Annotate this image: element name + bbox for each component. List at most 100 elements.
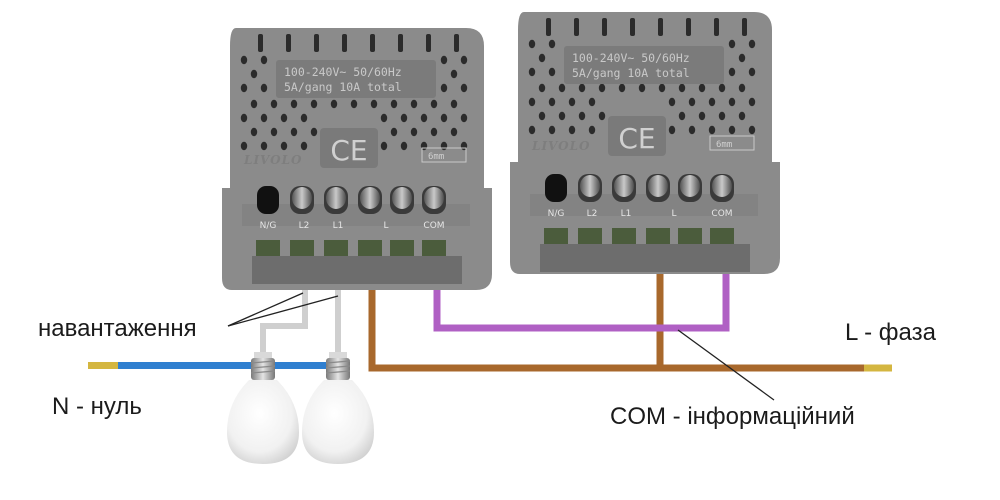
vent-hole — [728, 39, 736, 49]
vent-hole — [558, 111, 566, 121]
vent-hole — [380, 141, 388, 151]
vent-hole — [240, 141, 248, 151]
terminal-screw — [580, 175, 600, 197]
vent-hole — [450, 99, 458, 109]
vent-hole — [460, 113, 468, 123]
terminal-label: N/G — [548, 209, 565, 219]
vent-hole — [240, 55, 248, 65]
vent-hole — [578, 111, 586, 121]
terminal-label: COM — [423, 221, 444, 231]
vent-hole — [260, 83, 268, 93]
terminal-screw — [392, 187, 412, 209]
terminal-label: L — [383, 221, 388, 231]
vent-hole — [598, 83, 606, 93]
vent-hole — [698, 83, 706, 93]
vent-hole — [450, 127, 458, 137]
ce-mark: CE — [330, 134, 367, 167]
vent-hole — [330, 99, 338, 109]
vent-hole — [390, 99, 398, 109]
vent-hole — [748, 125, 756, 135]
terminal-screw — [292, 187, 312, 209]
vent-hole — [718, 83, 726, 93]
phase-wire — [368, 268, 892, 372]
vent-hole — [260, 113, 268, 123]
vent-hole — [250, 69, 258, 79]
vent-hole — [738, 83, 746, 93]
vent-hole — [548, 39, 556, 49]
neutral-label: N - нуль — [52, 393, 142, 420]
vent-hole — [738, 53, 746, 63]
vent-hole — [548, 67, 556, 77]
vent-hole — [290, 127, 298, 137]
vent-hole — [578, 83, 586, 93]
vent-hole — [390, 127, 398, 137]
empty-terminal — [257, 186, 279, 214]
vent-hole — [440, 83, 448, 93]
vent-hole — [430, 99, 438, 109]
terminal-screw — [424, 187, 444, 209]
vent-hole — [588, 97, 596, 107]
vent-hole — [450, 69, 458, 79]
vent-hole — [668, 125, 676, 135]
switch-module-right: 100-240V~ 50/60Hz 5A/gang 10A total LIVO… — [510, 12, 780, 274]
strip-length: 6mm — [428, 152, 444, 162]
terminal-block — [544, 174, 734, 248]
vent-slots — [528, 18, 756, 135]
vent-hole — [310, 127, 318, 137]
vent-hole — [400, 141, 408, 151]
vent-hole — [240, 83, 248, 93]
vent-hole — [568, 125, 576, 135]
vent-hole — [370, 99, 378, 109]
vent-hole — [270, 99, 278, 109]
vent-slots — [240, 34, 468, 151]
rating-line-2: 5A/gang 10A total — [284, 80, 402, 94]
terminal-label: L2 — [587, 209, 598, 219]
vent-hole — [260, 141, 268, 151]
vent-hole — [678, 83, 686, 93]
terminal-label: L1 — [333, 221, 344, 231]
vent-hole — [260, 55, 268, 65]
rating-plate — [564, 46, 724, 84]
terminal-label: N/G — [260, 221, 277, 231]
vent-hole — [548, 97, 556, 107]
terminal-screw — [712, 175, 732, 197]
vent-hole — [618, 83, 626, 93]
com-wire — [433, 268, 730, 332]
vent-hole — [748, 39, 756, 49]
load-label: навантаження — [38, 315, 197, 342]
vent-hole — [558, 83, 566, 93]
rating-line-2: 5A/gang 10A total — [572, 66, 690, 80]
terminal-label: COM — [711, 209, 732, 219]
vent-hole — [460, 55, 468, 65]
vent-hole — [350, 99, 358, 109]
terminal-screw — [360, 187, 380, 209]
vent-hole — [708, 97, 716, 107]
leader-lines — [227, 292, 775, 401]
vent-hole — [688, 97, 696, 107]
brand-logo: LIVOLO — [531, 139, 591, 153]
vent-hole — [728, 125, 736, 135]
switch-module-left: 100-240V~ 50/60Hz 5A/gang 10A total LIVO… — [222, 28, 492, 290]
vent-hole — [688, 125, 696, 135]
vent-hole — [410, 127, 418, 137]
vent-hole — [748, 97, 756, 107]
neutral-wire — [88, 362, 340, 369]
vent-hole — [588, 125, 596, 135]
ce-mark: CE — [618, 122, 655, 155]
vent-hole — [400, 113, 408, 123]
vent-hole — [538, 111, 546, 121]
vent-hole — [748, 67, 756, 77]
vent-hole — [420, 113, 428, 123]
vent-hole — [528, 67, 536, 77]
vent-hole — [430, 127, 438, 137]
vent-hole — [528, 39, 536, 49]
com-label: COM - інформаційний — [610, 403, 855, 430]
terminal-screw — [648, 175, 668, 197]
rating-line-1: 100-240V~ 50/60Hz — [572, 51, 690, 65]
vent-hole — [410, 99, 418, 109]
vent-hole — [738, 111, 746, 121]
vent-hole — [300, 113, 308, 123]
